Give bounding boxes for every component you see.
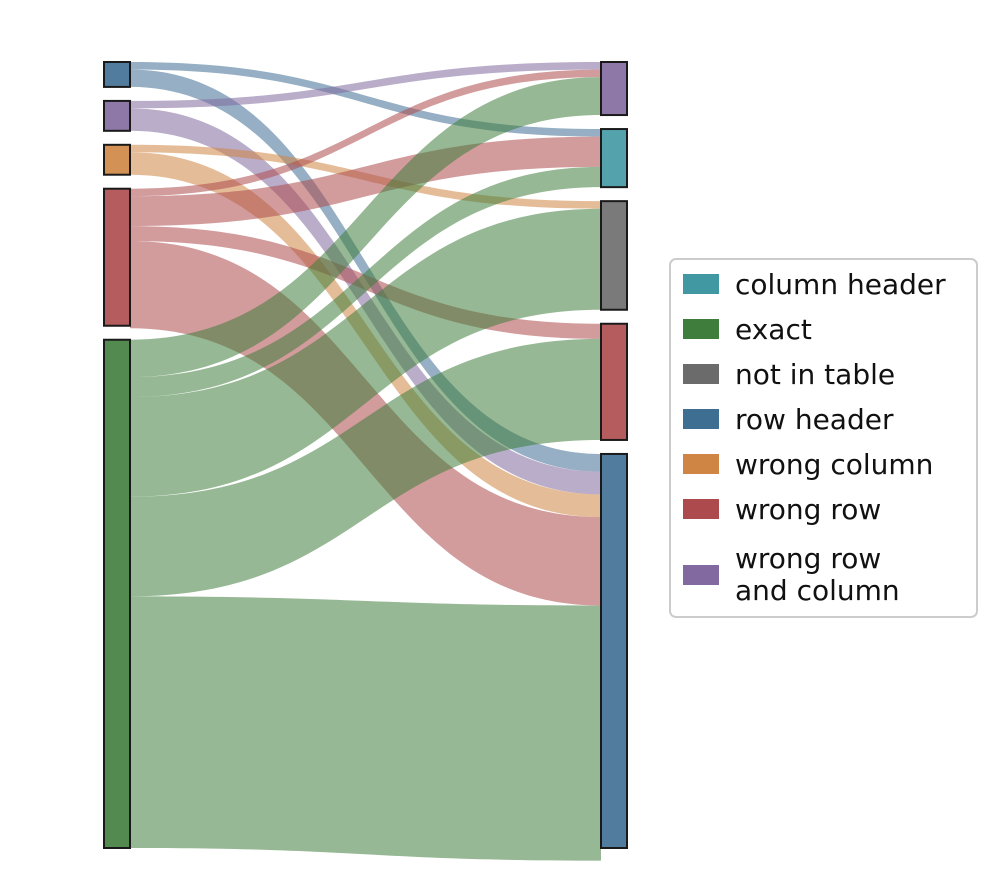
legend: column header exact not in table row header… — [669, 258, 978, 618]
flow-exact-to-not-in-table — [130, 208, 601, 497]
flow-row-header-to-column-header — [130, 62, 601, 137]
right-node-wrong-row — [600, 322, 628, 441]
legend-swatch-row-header — [683, 409, 719, 429]
legend-swatch-wrong-column — [683, 454, 719, 474]
left-node-exact — [103, 338, 131, 849]
left-node-wrong-row — [103, 187, 131, 327]
right-node-wrong-row-and-column — [600, 61, 628, 117]
legend-swatch-column-header — [683, 274, 719, 294]
right-node-row-header — [600, 452, 628, 849]
legend-swatch-wrong-row-and-column — [683, 565, 719, 585]
legend-label-column-header: column header — [735, 268, 946, 301]
legend-items: column header exact not in table row header… — [683, 268, 946, 607]
legend-label-line: wrong column — [735, 448, 933, 481]
legend-label-line: not in table — [735, 358, 895, 391]
flow-wrong-row-to-column-header — [130, 136, 601, 227]
legend-label-wrong-column: wrong column — [735, 448, 933, 481]
left-node-row-header — [103, 61, 131, 88]
flow-exact-to-wrong-row — [130, 338, 601, 597]
legend-label-line: row header — [735, 403, 894, 436]
legend-label-line: exact — [735, 313, 812, 346]
legend-label-line: column header — [735, 268, 946, 301]
flow-wrong-row-and-column-to-row-header — [130, 108, 601, 495]
legend-label-line: and column — [735, 574, 900, 607]
flow-wrong-row-and-column-to-wrong-row-and-column — [130, 62, 601, 109]
left-node-wrong-column — [103, 143, 131, 176]
legend-label-row-header: row header — [735, 403, 894, 436]
flow-exact-to-column-header — [130, 166, 601, 398]
flow-row-header-to-row-header — [130, 69, 601, 472]
nodes-layer — [103, 61, 628, 849]
legend-label-exact: exact — [735, 313, 812, 346]
flow-wrong-row-to-wrong-row-and-column — [130, 69, 601, 197]
flow-exact-to-wrong-row-and-column — [130, 77, 601, 378]
legend-label-line: wrong row — [735, 542, 881, 575]
legend-swatch-not-in-table — [683, 364, 719, 384]
flow-exact-to-row-header — [130, 596, 601, 861]
right-node-column-header — [600, 128, 628, 189]
legend-frame — [669, 258, 978, 618]
legend-label-wrong-row: wrong row — [735, 493, 881, 526]
legend-label-not-in-table: not in table — [735, 358, 895, 391]
legend-label-line: wrong row — [735, 493, 881, 526]
flows-layer — [130, 62, 601, 861]
legend-swatch-exact — [683, 319, 719, 339]
left-node-wrong-row-and-column — [103, 99, 131, 132]
legend-swatch-wrong-row — [683, 499, 719, 519]
right-node-not-in-table — [600, 200, 628, 311]
